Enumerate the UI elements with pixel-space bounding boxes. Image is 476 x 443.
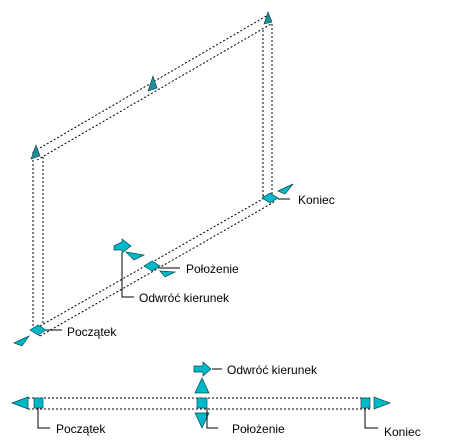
iso-start-label: Początek	[67, 325, 117, 339]
flat-start-grip[interactable]	[33, 397, 44, 409]
iso-rail-structure	[32, 14, 275, 337]
iso-position-grip[interactable]	[143, 260, 161, 272]
iso-flip-arrow-grip[interactable]	[113, 238, 132, 254]
iso-top-end-grip[interactable]	[263, 11, 273, 25]
flat-end-arrow-grip[interactable]	[373, 396, 391, 410]
flat-position-leader	[206, 408, 218, 429]
flat-end-grip[interactable]	[360, 397, 371, 409]
iso-bottom-rail-line	[32, 195, 269, 331]
iso-top-start-grip[interactable]	[30, 144, 41, 160]
iso-position-arrow-right[interactable]	[159, 270, 177, 278]
iso-flip-label: Odwróć kierunek	[139, 291, 230, 305]
flat-flip-arrow-grip[interactable]	[193, 361, 212, 377]
iso-position-arrow-left[interactable]	[124, 251, 146, 261]
iso-top-mid-grip[interactable]	[147, 75, 158, 92]
flat-start-leader	[37, 408, 50, 429]
flat-end-leader	[364, 408, 378, 429]
flat-position-arrow-up[interactable]	[194, 377, 210, 394]
flat-start-label: Początek	[56, 422, 106, 436]
iso-bottom-rail-line	[39, 201, 275, 337]
iso-start-arrow-grip[interactable]	[13, 335, 31, 347]
flat-end-label: Koniec	[384, 425, 421, 439]
iso-top-rail-line	[36, 23, 272, 161]
flat-position-arrow-down[interactable]	[194, 412, 210, 429]
iso-end-grip[interactable]	[261, 192, 279, 204]
flat-flip-label: Odwróć kierunek	[227, 363, 318, 377]
iso-flip-leader	[121, 253, 134, 298]
iso-end-arrow-grip[interactable]	[277, 183, 294, 195]
flat-start-arrow-grip[interactable]	[11, 396, 29, 410]
flat-position-grip[interactable]	[196, 397, 208, 409]
flat-position-label: Położenie	[232, 422, 285, 436]
iso-end-label: Koniec	[298, 193, 335, 207]
iso-position-label: Położenie	[186, 262, 239, 276]
